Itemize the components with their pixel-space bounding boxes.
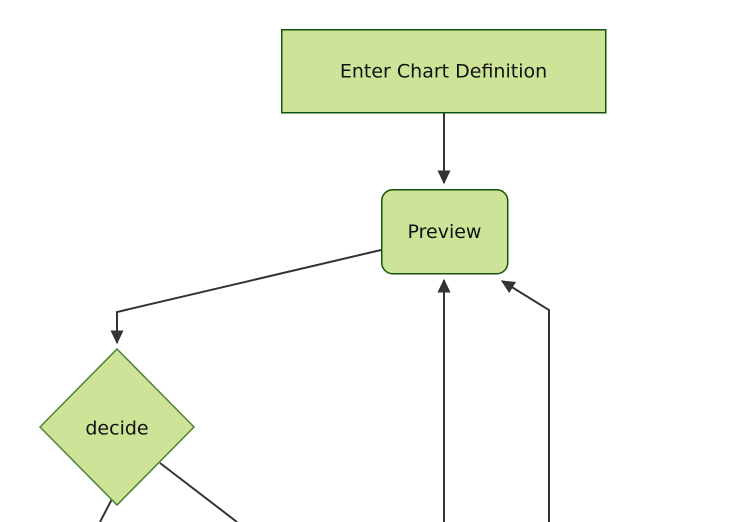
node-decide-label: decide <box>85 418 148 440</box>
edge-layer <box>99 113 550 522</box>
node-decide[interactable]: decide <box>38 347 196 507</box>
node-preview[interactable]: Preview <box>381 189 509 275</box>
edge-decide-right-out <box>159 462 238 522</box>
edge-preview-to-decide <box>110 249 382 345</box>
edge-decide-bottom-out <box>99 498 113 522</box>
node-layer: Enter Chart Definition Preview decide <box>38 29 607 507</box>
node-enter-chart-definition-shape[interactable] <box>281 29 607 114</box>
edge-bottom-right-to-preview <box>500 280 550 522</box>
node-enter-chart-definition-label: Enter Chart Definition <box>340 61 547 83</box>
node-decide-shape[interactable] <box>38 347 196 507</box>
node-preview-label: Preview <box>408 221 482 243</box>
node-preview-shape[interactable] <box>381 189 509 275</box>
node-enter-chart-definition[interactable]: Enter Chart Definition <box>281 29 607 114</box>
